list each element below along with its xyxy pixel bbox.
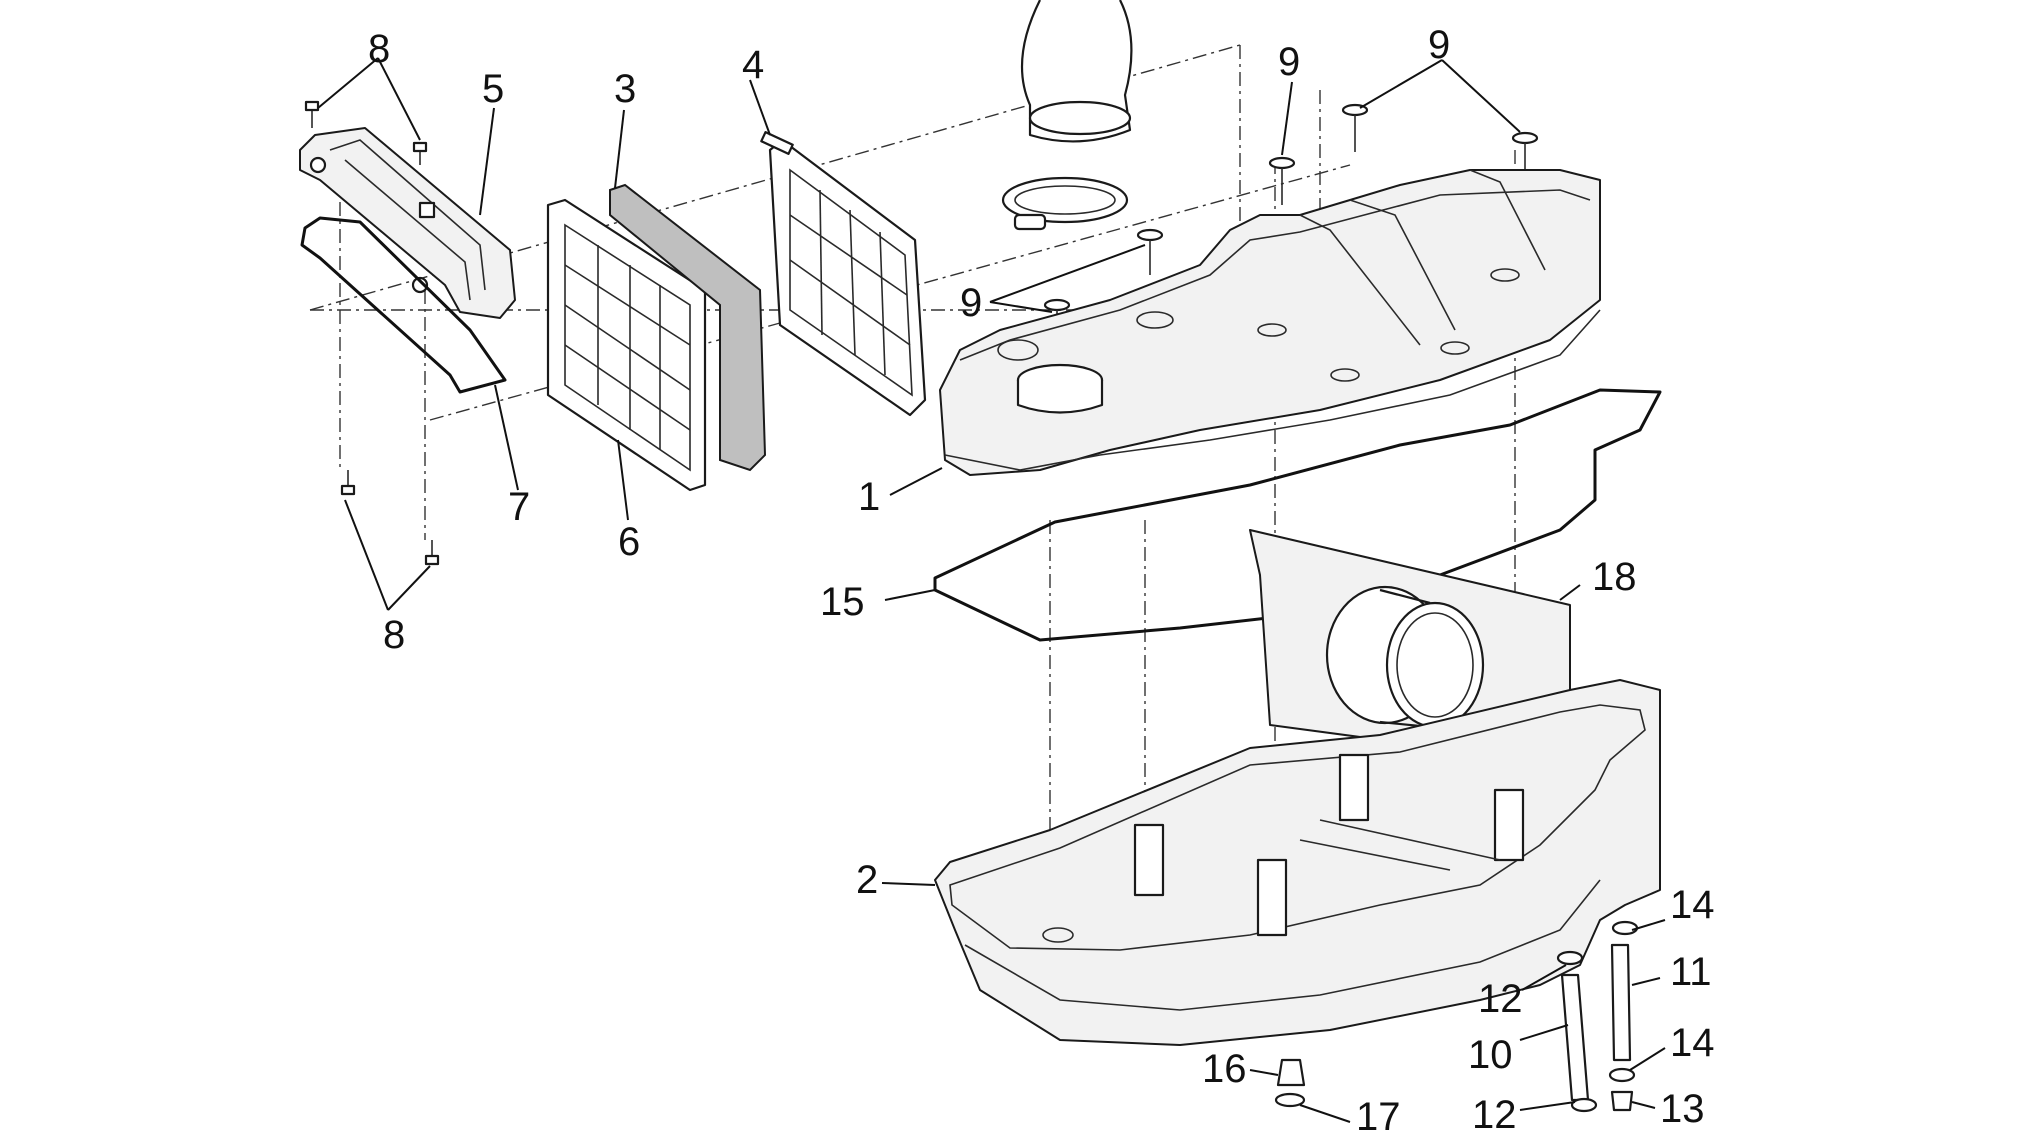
drain-cap-13 [1610, 1090, 1634, 1112]
callout-9-left: 9 [960, 281, 982, 325]
screw-9-d [1341, 103, 1369, 152]
air-box-cover [939, 169, 1601, 476]
screws-upper [304, 100, 428, 165]
rear-grid-frame [760, 131, 927, 417]
callout-7: 7 [508, 485, 530, 529]
screws-lower [340, 470, 440, 566]
callout-10: 10 [1468, 1033, 1513, 1077]
callout-labels: 8 5 3 4 7 6 8 1 15 2 9 9 9 18 14 11 12 1… [368, 23, 1715, 1132]
callout-2: 2 [856, 858, 878, 902]
air-box-lower-housing [934, 679, 1661, 1046]
callout-5: 5 [482, 67, 504, 111]
air-box-gasket [933, 388, 1662, 642]
callout-11: 11 [1670, 950, 1712, 994]
intake-hose [1020, 0, 1133, 143]
callout-6: 6 [618, 520, 640, 564]
callout-3: 3 [614, 67, 636, 111]
callout-14-upper: 14 [1670, 883, 1715, 927]
callout-1: 1 [858, 475, 880, 519]
washer-17 [1274, 1092, 1306, 1108]
callout-16: 16 [1202, 1047, 1247, 1091]
leader-lines [317, 57, 1666, 1123]
callout-8-lower: 8 [383, 613, 405, 657]
callout-15: 15 [820, 580, 865, 624]
hose-clamp [1001, 176, 1129, 231]
callout-4: 4 [742, 43, 764, 87]
baffle-plate [1249, 529, 1571, 766]
callout-8-upper: 8 [368, 27, 390, 71]
callout-17: 17 [1356, 1095, 1401, 1132]
callout-12-lower: 12 [1472, 1093, 1517, 1132]
callout-14-lower: 14 [1670, 1021, 1715, 1065]
drain-hose-11 [1610, 943, 1632, 1062]
screw-9-b [1136, 228, 1164, 275]
callout-9-mid: 9 [1278, 40, 1300, 84]
callout-12-upper: 12 [1478, 977, 1523, 1021]
drain-plug-16 [1276, 1058, 1306, 1087]
drain-hose-10 [1560, 973, 1590, 1102]
callout-18: 18 [1592, 555, 1637, 599]
screw-9-c [1268, 156, 1296, 205]
filter-element [609, 183, 767, 472]
callout-13: 13 [1660, 1087, 1705, 1131]
duct-gasket [300, 216, 507, 394]
filter-grid-frame [546, 198, 707, 492]
upper-intake-duct [299, 127, 516, 319]
hose-clips [1556, 920, 1639, 1113]
callout-9-right: 9 [1428, 23, 1450, 67]
